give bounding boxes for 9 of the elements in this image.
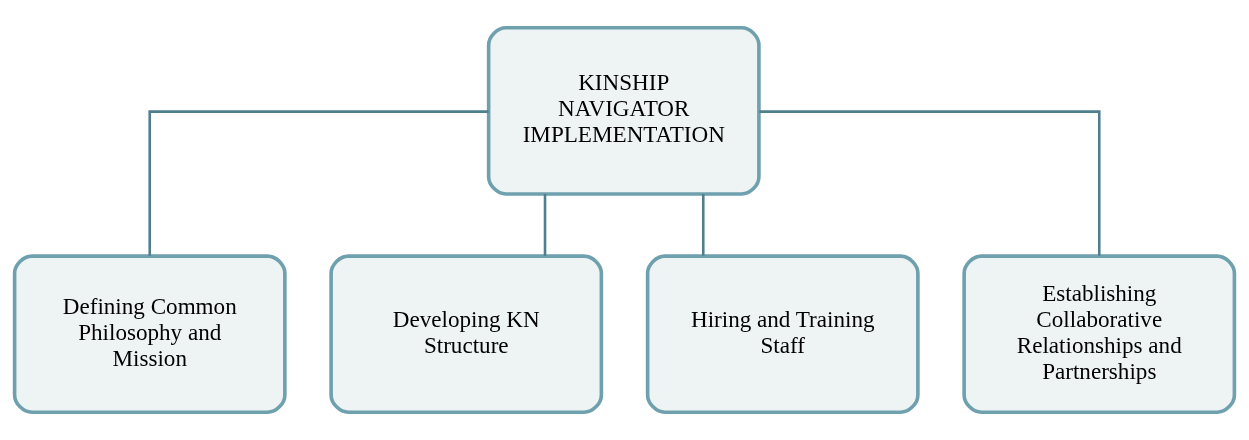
connector (543, 194, 547, 256)
connector (701, 194, 705, 256)
node-box: KINSHIP NAVIGATOR IMPLEMENTATION (486, 25, 761, 196)
connector (148, 110, 489, 256)
node-box: Defining Common Philosophy and Mission (12, 254, 287, 415)
node-box: Developing KN Structure (329, 254, 604, 415)
connector (759, 110, 1101, 256)
node-box: Hiring and Training Staff (645, 254, 920, 415)
node-box: Establishing Collaborative Relationships and Partnerships (962, 254, 1237, 415)
